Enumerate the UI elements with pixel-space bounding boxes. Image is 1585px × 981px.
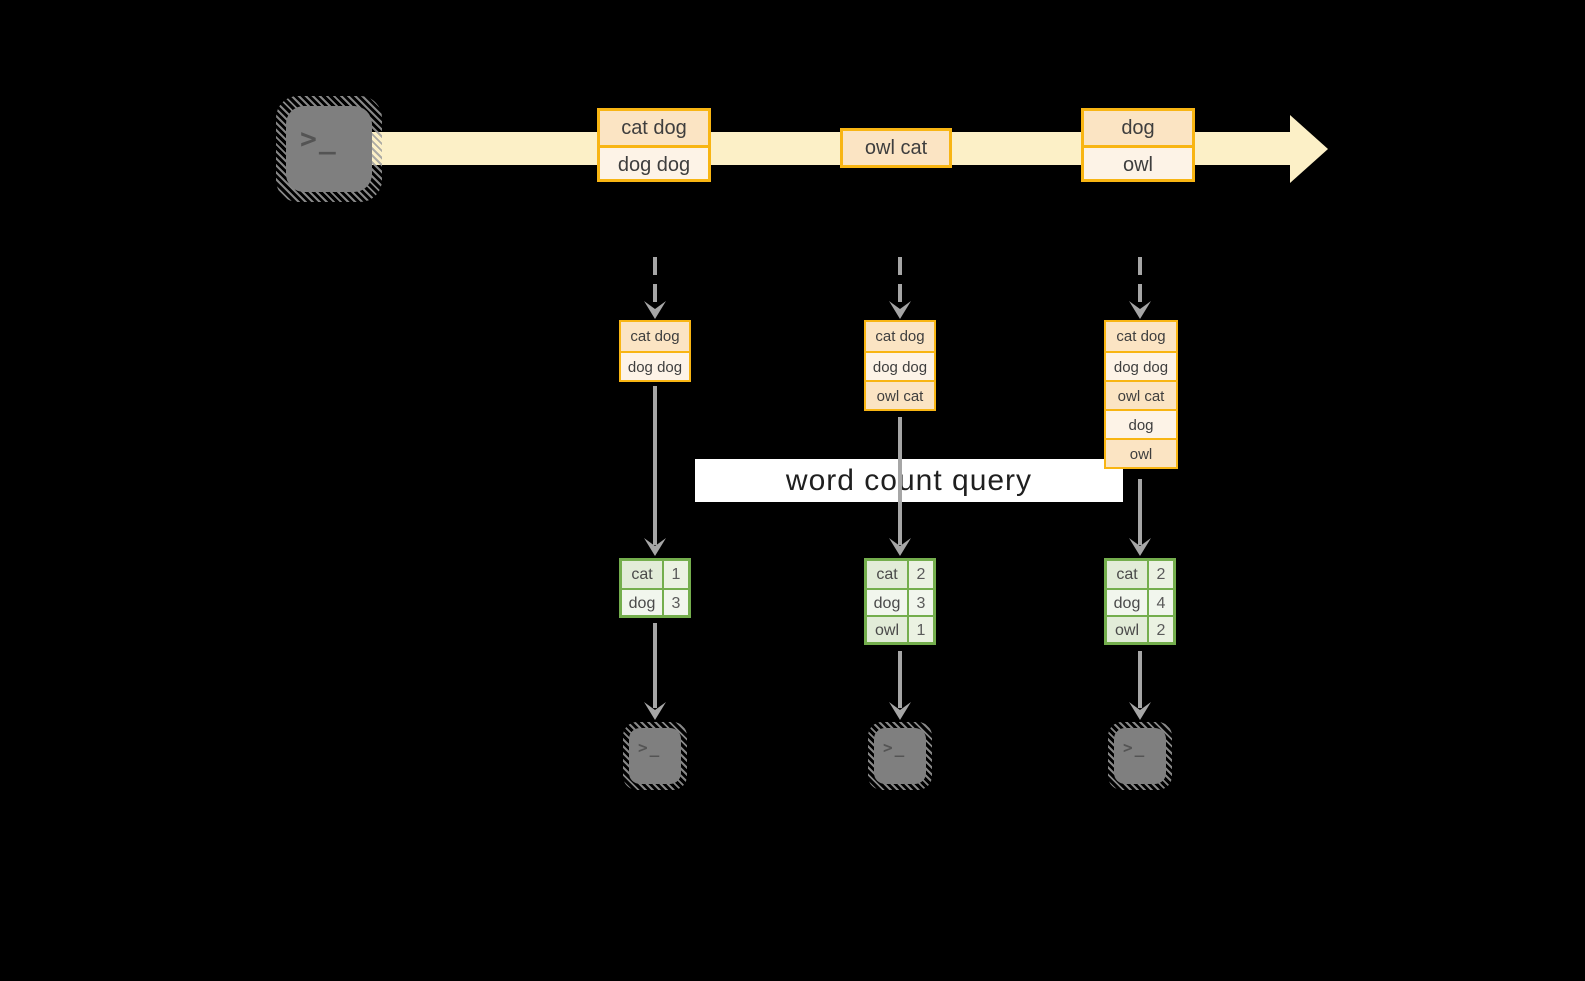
- word-cell: cat: [622, 561, 664, 588]
- state-item: cat dog: [866, 322, 934, 351]
- table-row: cat 2: [867, 561, 933, 588]
- count-cell: 2: [909, 561, 933, 588]
- table-row: dog 3: [867, 588, 933, 615]
- arrowhead-icon: [1129, 301, 1151, 319]
- word-cell: cat: [1107, 561, 1149, 588]
- state-item: dog: [1106, 409, 1176, 438]
- terminal-icon: >_: [276, 96, 382, 202]
- count-cell: 2: [1149, 561, 1173, 588]
- word-count-table-3: cat 2 dog 4 owl 2: [1104, 558, 1176, 645]
- table-row: owl 2: [1107, 615, 1173, 642]
- word-count-table-1: cat 1 dog 3: [619, 558, 691, 618]
- terminal-prompt-icon: >_: [638, 738, 662, 757]
- arrowhead-icon: [644, 538, 666, 556]
- batch-item: dog dog: [600, 145, 708, 179]
- terminal-icon: >_: [623, 722, 687, 790]
- state-item: cat dog: [1106, 322, 1176, 351]
- terminal-body: >_: [1114, 728, 1166, 784]
- word-cell: owl: [1107, 617, 1149, 642]
- state-item: cat dog: [621, 322, 689, 351]
- arrowhead-icon: [889, 538, 911, 556]
- batch-item: owl cat: [843, 131, 949, 165]
- state-item: dog dog: [866, 351, 934, 380]
- table-row: dog 3: [622, 588, 688, 615]
- query-label: word count query: [695, 459, 1123, 502]
- count-cell: 2: [1149, 617, 1173, 642]
- arrowhead-icon: [1129, 702, 1151, 720]
- arrowhead-icon: [644, 702, 666, 720]
- word-cell: dog: [1107, 590, 1149, 615]
- count-cell: 1: [664, 561, 688, 588]
- batch-item: owl: [1084, 145, 1192, 179]
- table-row: owl 1: [867, 615, 933, 642]
- count-cell: 3: [664, 590, 688, 615]
- terminal-body: >_: [286, 106, 372, 192]
- state-box-2: cat dog dog dog owl cat: [864, 320, 936, 411]
- table-row: cat 1: [622, 561, 688, 588]
- arrowhead-icon: [644, 301, 666, 319]
- word-cell: owl: [867, 617, 909, 642]
- state-item: owl cat: [1106, 380, 1176, 409]
- state-box-1: cat dog dog dog: [619, 320, 691, 382]
- terminal-icon: >_: [868, 722, 932, 790]
- state-item: owl: [1106, 438, 1176, 467]
- batch-item: cat dog: [600, 111, 708, 145]
- count-cell: 3: [909, 590, 933, 615]
- stream-batch-box-3: dog owl: [1081, 108, 1195, 182]
- state-item: owl cat: [866, 380, 934, 409]
- count-cell: 1: [909, 617, 933, 642]
- stream-batch-box-2: owl cat: [840, 128, 952, 168]
- terminal-prompt-icon: >_: [300, 122, 338, 155]
- state-box-3: cat dog dog dog owl cat dog owl: [1104, 320, 1178, 469]
- terminal-body: >_: [629, 728, 681, 784]
- terminal-prompt-icon: >_: [1123, 738, 1147, 757]
- arrowhead-icon: [889, 301, 911, 319]
- terminal-icon: >_: [1108, 722, 1172, 790]
- arrowhead-icon: [1129, 538, 1151, 556]
- state-item: dog dog: [621, 351, 689, 380]
- word-count-table-2: cat 2 dog 3 owl 1: [864, 558, 936, 645]
- stream-batch-box-1: cat dog dog dog: [597, 108, 711, 182]
- arrowhead-icon: [889, 702, 911, 720]
- word-cell: dog: [622, 590, 664, 615]
- state-item: dog dog: [1106, 351, 1176, 380]
- word-cell: cat: [867, 561, 909, 588]
- table-row: dog 4: [1107, 588, 1173, 615]
- batch-item: dog: [1084, 111, 1192, 145]
- table-row: cat 2: [1107, 561, 1173, 588]
- stream-arrowhead-icon: [1290, 115, 1328, 183]
- word-cell: dog: [867, 590, 909, 615]
- count-cell: 4: [1149, 590, 1173, 615]
- terminal-body: >_: [874, 728, 926, 784]
- terminal-prompt-icon: >_: [883, 738, 907, 757]
